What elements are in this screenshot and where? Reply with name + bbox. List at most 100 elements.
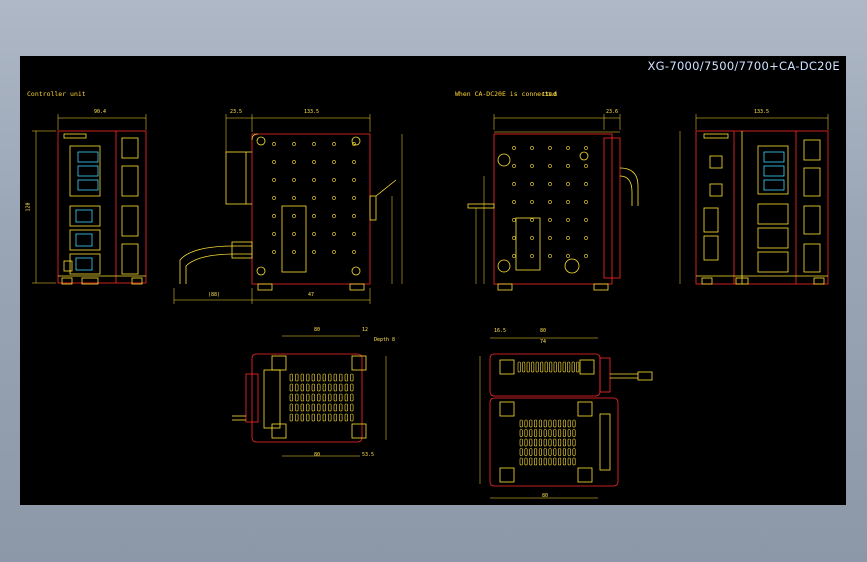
vent-slot	[344, 373, 348, 382]
vent-slot	[311, 403, 315, 412]
vent-slot	[328, 383, 332, 392]
section-label-connected: When CA-DC20E is connected	[455, 90, 557, 98]
vent-slot	[333, 373, 337, 382]
mount-hole	[566, 164, 570, 168]
vent-slot	[571, 361, 575, 373]
vent-slot	[306, 393, 310, 402]
vent-slot	[317, 373, 321, 382]
vent-slot	[289, 373, 293, 382]
vent-slot	[344, 383, 348, 392]
vent-slot	[333, 403, 337, 412]
mount-hole	[530, 200, 534, 204]
vent-slot	[543, 429, 547, 437]
mount-hole	[530, 254, 534, 258]
vent-slot	[344, 413, 348, 422]
mount-hole	[312, 160, 316, 164]
vent-slot	[289, 403, 293, 412]
vent-slot	[543, 448, 547, 456]
vent-slot	[524, 419, 528, 428]
mount-hole	[548, 218, 552, 222]
vent-slot	[300, 383, 304, 392]
vent-slot	[553, 457, 557, 466]
vent-slot	[322, 413, 326, 422]
mount-hole	[352, 196, 356, 200]
mount-hole	[566, 218, 570, 222]
vent-slot	[322, 393, 326, 402]
mount-hole	[512, 182, 516, 186]
mount-hole	[272, 160, 276, 164]
vent-slot	[553, 419, 557, 428]
mount-hole	[312, 196, 316, 200]
vent-slot	[572, 438, 576, 447]
vent-slot	[524, 457, 528, 466]
controller-front-view	[32, 114, 147, 285]
vent-slot	[538, 429, 542, 437]
vent-slot	[534, 419, 538, 428]
vent-slot	[553, 361, 557, 373]
connected-front-view	[679, 114, 829, 285]
vent-slot	[317, 393, 321, 402]
vent-slot	[295, 403, 299, 412]
dim-total-length: (88)	[208, 292, 221, 298]
vent-slot	[339, 393, 343, 402]
vent-slot	[543, 438, 547, 447]
vent-slot	[529, 448, 533, 456]
vent-slot	[306, 413, 310, 422]
vent-slot	[526, 361, 530, 373]
dim-right-bottom-inner: 74	[540, 339, 547, 345]
vent-slot	[300, 403, 304, 412]
mount-hole	[512, 146, 516, 150]
mount-hole	[292, 160, 296, 164]
vent-slot	[548, 419, 552, 428]
mount-hole	[584, 236, 588, 240]
mount-hole	[584, 200, 588, 204]
vent-slot	[328, 403, 332, 412]
mount-hole	[332, 250, 336, 254]
vent-slot	[344, 403, 348, 412]
mount-hole	[332, 142, 336, 146]
vent-slot	[548, 448, 552, 456]
vent-slot	[538, 457, 542, 466]
vent-slot	[524, 429, 528, 437]
vent-slot	[548, 457, 552, 466]
mount-hole	[512, 200, 516, 204]
mount-hole	[548, 164, 552, 168]
vent-slot	[306, 373, 310, 382]
mount-hole	[312, 178, 316, 182]
mount-hole	[566, 254, 570, 258]
vent-slot	[311, 413, 315, 422]
vent-slot	[558, 361, 562, 373]
vent-slot	[572, 419, 576, 428]
mount-hole	[530, 146, 534, 150]
vent-slot	[350, 393, 354, 402]
vent-slot	[576, 361, 580, 373]
mount-hole	[566, 146, 570, 150]
vent-slot	[524, 448, 528, 456]
mount-hole	[272, 250, 276, 254]
vent-slot	[553, 438, 557, 447]
mount-hole	[272, 196, 276, 200]
vent-slot	[317, 403, 321, 412]
vent-slot	[289, 413, 293, 422]
mount-hole	[292, 196, 296, 200]
vent-slot	[572, 448, 576, 456]
vent-slot	[333, 383, 337, 392]
vent-slot	[553, 448, 557, 456]
mount-hole	[332, 160, 336, 164]
vent-slot	[519, 429, 523, 437]
vent-slot	[529, 438, 533, 447]
vent-slot	[517, 361, 521, 373]
vent-slot	[562, 419, 566, 428]
vent-slot	[339, 383, 343, 392]
vent-slot	[567, 448, 571, 456]
dim-base-length: 47	[308, 292, 315, 298]
mount-hole	[584, 254, 588, 258]
dim-right-side-offset: 23.6	[606, 109, 619, 115]
mount-hole	[548, 236, 552, 240]
vent-slot	[544, 361, 548, 373]
vent-slot	[548, 429, 552, 437]
mount-hole	[312, 250, 316, 254]
mount-hole	[530, 236, 534, 240]
vent-slot	[295, 373, 299, 382]
vent-slot	[350, 403, 354, 412]
